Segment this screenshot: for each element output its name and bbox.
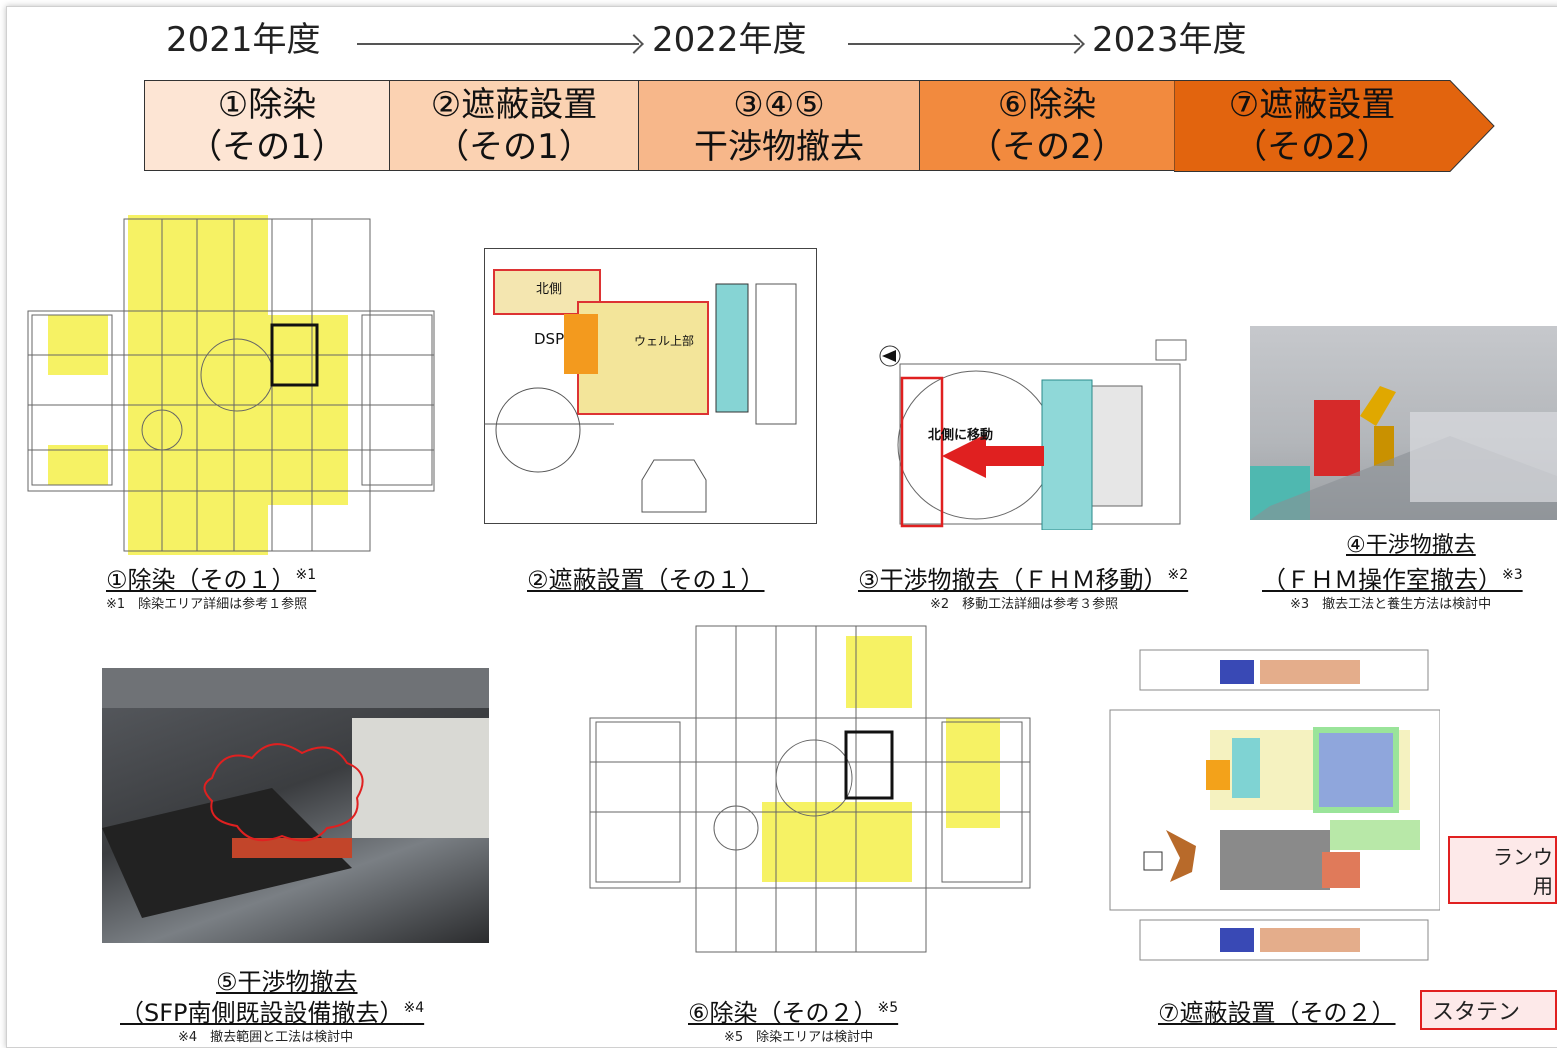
floorplan-shielding-1 — [484, 248, 817, 524]
year-2022: 2022年度 — [652, 20, 807, 60]
note-panel-4: ※3 撤去工法と養生方法は検討中 — [1290, 597, 1492, 612]
phase-4-line1: ⑥除染 — [997, 84, 1097, 125]
phase-3: ③④⑤ 干渉物撤去 — [638, 80, 920, 171]
phase-1: ①除染 （その1） — [144, 80, 390, 171]
caption-panel-2: ②遮蔽設置（その１） — [527, 566, 765, 594]
timeline-arrow-2 — [848, 43, 1080, 45]
render-fhm-operation-room — [1250, 326, 1557, 520]
caption-panel-3: ③干渉物撤去（ＦＨＭ移動）※2 — [858, 560, 1188, 595]
title-panel-4: ④干渉物撤去 — [1346, 533, 1476, 558]
phase-timeline: ①除染 （その1） ②遮蔽設置 （その1） ③④⑤ 干渉物撤去 ⑥除染 （その2… — [144, 80, 1495, 173]
note-panel-1: ※1 除染エリア詳細は参考１参照 — [106, 597, 308, 612]
title-panel-5: ⑤干渉物撤去 — [216, 968, 358, 996]
label-runway-line1: ランウ — [1493, 845, 1553, 869]
phase-5-line2: （その2） — [1233, 126, 1391, 167]
caption-panel-1: ①除染（その１）※1 — [106, 560, 316, 595]
note-panel-5: ※4 撤去範囲と工法は検討中 — [178, 1030, 354, 1045]
year-2021: 2021年度 — [166, 20, 321, 60]
phase-3-line1: ③④⑤ — [733, 84, 825, 125]
floorplan-shielding-2 — [1100, 620, 1440, 985]
phase-4-line2: （その2） — [968, 126, 1126, 167]
caption-panel-4-text: （ＦＨＭ操作室撤去） — [1262, 566, 1502, 594]
caption-panel-3-mark: ※2 — [1167, 567, 1189, 583]
phase-1-line1: ①除染 — [217, 84, 317, 125]
caption-panel-3-text: ③干渉物撤去（ＦＨＭ移動） — [858, 566, 1168, 594]
phase-2-line2: （その1） — [435, 126, 593, 167]
phase-3-line2: 干渉物撤去 — [694, 126, 864, 167]
caption-panel-1-text: ①除染（その１） — [106, 566, 296, 594]
floorplan-decontamination-2 — [586, 622, 1034, 956]
caption-panel-7: ⑦遮蔽設置（その２） — [1158, 999, 1396, 1027]
year-2023: 2023年度 — [1092, 20, 1247, 60]
label-runway-line2: 用 — [1533, 874, 1553, 898]
caption-panel-4-mark: ※3 — [1502, 567, 1523, 583]
caption-panel-6: ⑥除染（その２）※5 — [688, 993, 898, 1028]
phase-5: ⑦遮蔽設置 （その2） — [1174, 80, 1450, 171]
note-panel-6: ※5 除染エリアは検討中 — [724, 1030, 874, 1045]
phase-1-line2: （その1） — [188, 126, 346, 167]
phase-2: ②遮蔽設置 （その1） — [389, 80, 639, 171]
phase-4: ⑥除染 （その2） — [919, 80, 1175, 171]
render-fhm-operation-room-shapes — [1250, 386, 1557, 520]
phase-5-arrow-shape — [1174, 80, 1495, 172]
phase-2-line1: ②遮蔽設置 — [430, 84, 598, 125]
label-statten-box: スタテン — [1420, 990, 1557, 1030]
photo-sfp-south — [102, 668, 489, 943]
label-well-top: ウェル上部 — [634, 334, 695, 348]
label-runway-box: ランウ 用 — [1448, 836, 1557, 904]
label-dsp: DSP — [534, 330, 565, 348]
label-move-north: 北側に移動 — [928, 428, 994, 443]
timeline-arrow-1 — [357, 43, 639, 45]
note-panel-3: ※2 移動工法詳細は参考３参照 — [930, 597, 1119, 612]
caption-panel-6-text: ⑥除染（その２） — [688, 999, 878, 1027]
caption-panel-1-mark: ※1 — [295, 567, 317, 583]
caption-panel-5-mark: ※4 — [403, 1000, 425, 1016]
photo-sfp-south-shapes — [102, 668, 489, 918]
label-north: 北側 — [536, 282, 563, 297]
caption-panel-5-text: （SFP南側既設設備撤去） — [120, 999, 404, 1027]
caption-panel-5: （SFP南側既設設備撤去）※4 — [120, 993, 424, 1028]
phase-5-line1: ⑦遮蔽設置 — [1228, 84, 1396, 125]
floorplan-fhm-move — [876, 330, 1204, 530]
caption-panel-6-mark: ※5 — [877, 1000, 899, 1016]
floorplan-decontamination-1 — [22, 215, 440, 555]
caption-panel-4: （ＦＨＭ操作室撤去）※3 — [1262, 560, 1523, 595]
